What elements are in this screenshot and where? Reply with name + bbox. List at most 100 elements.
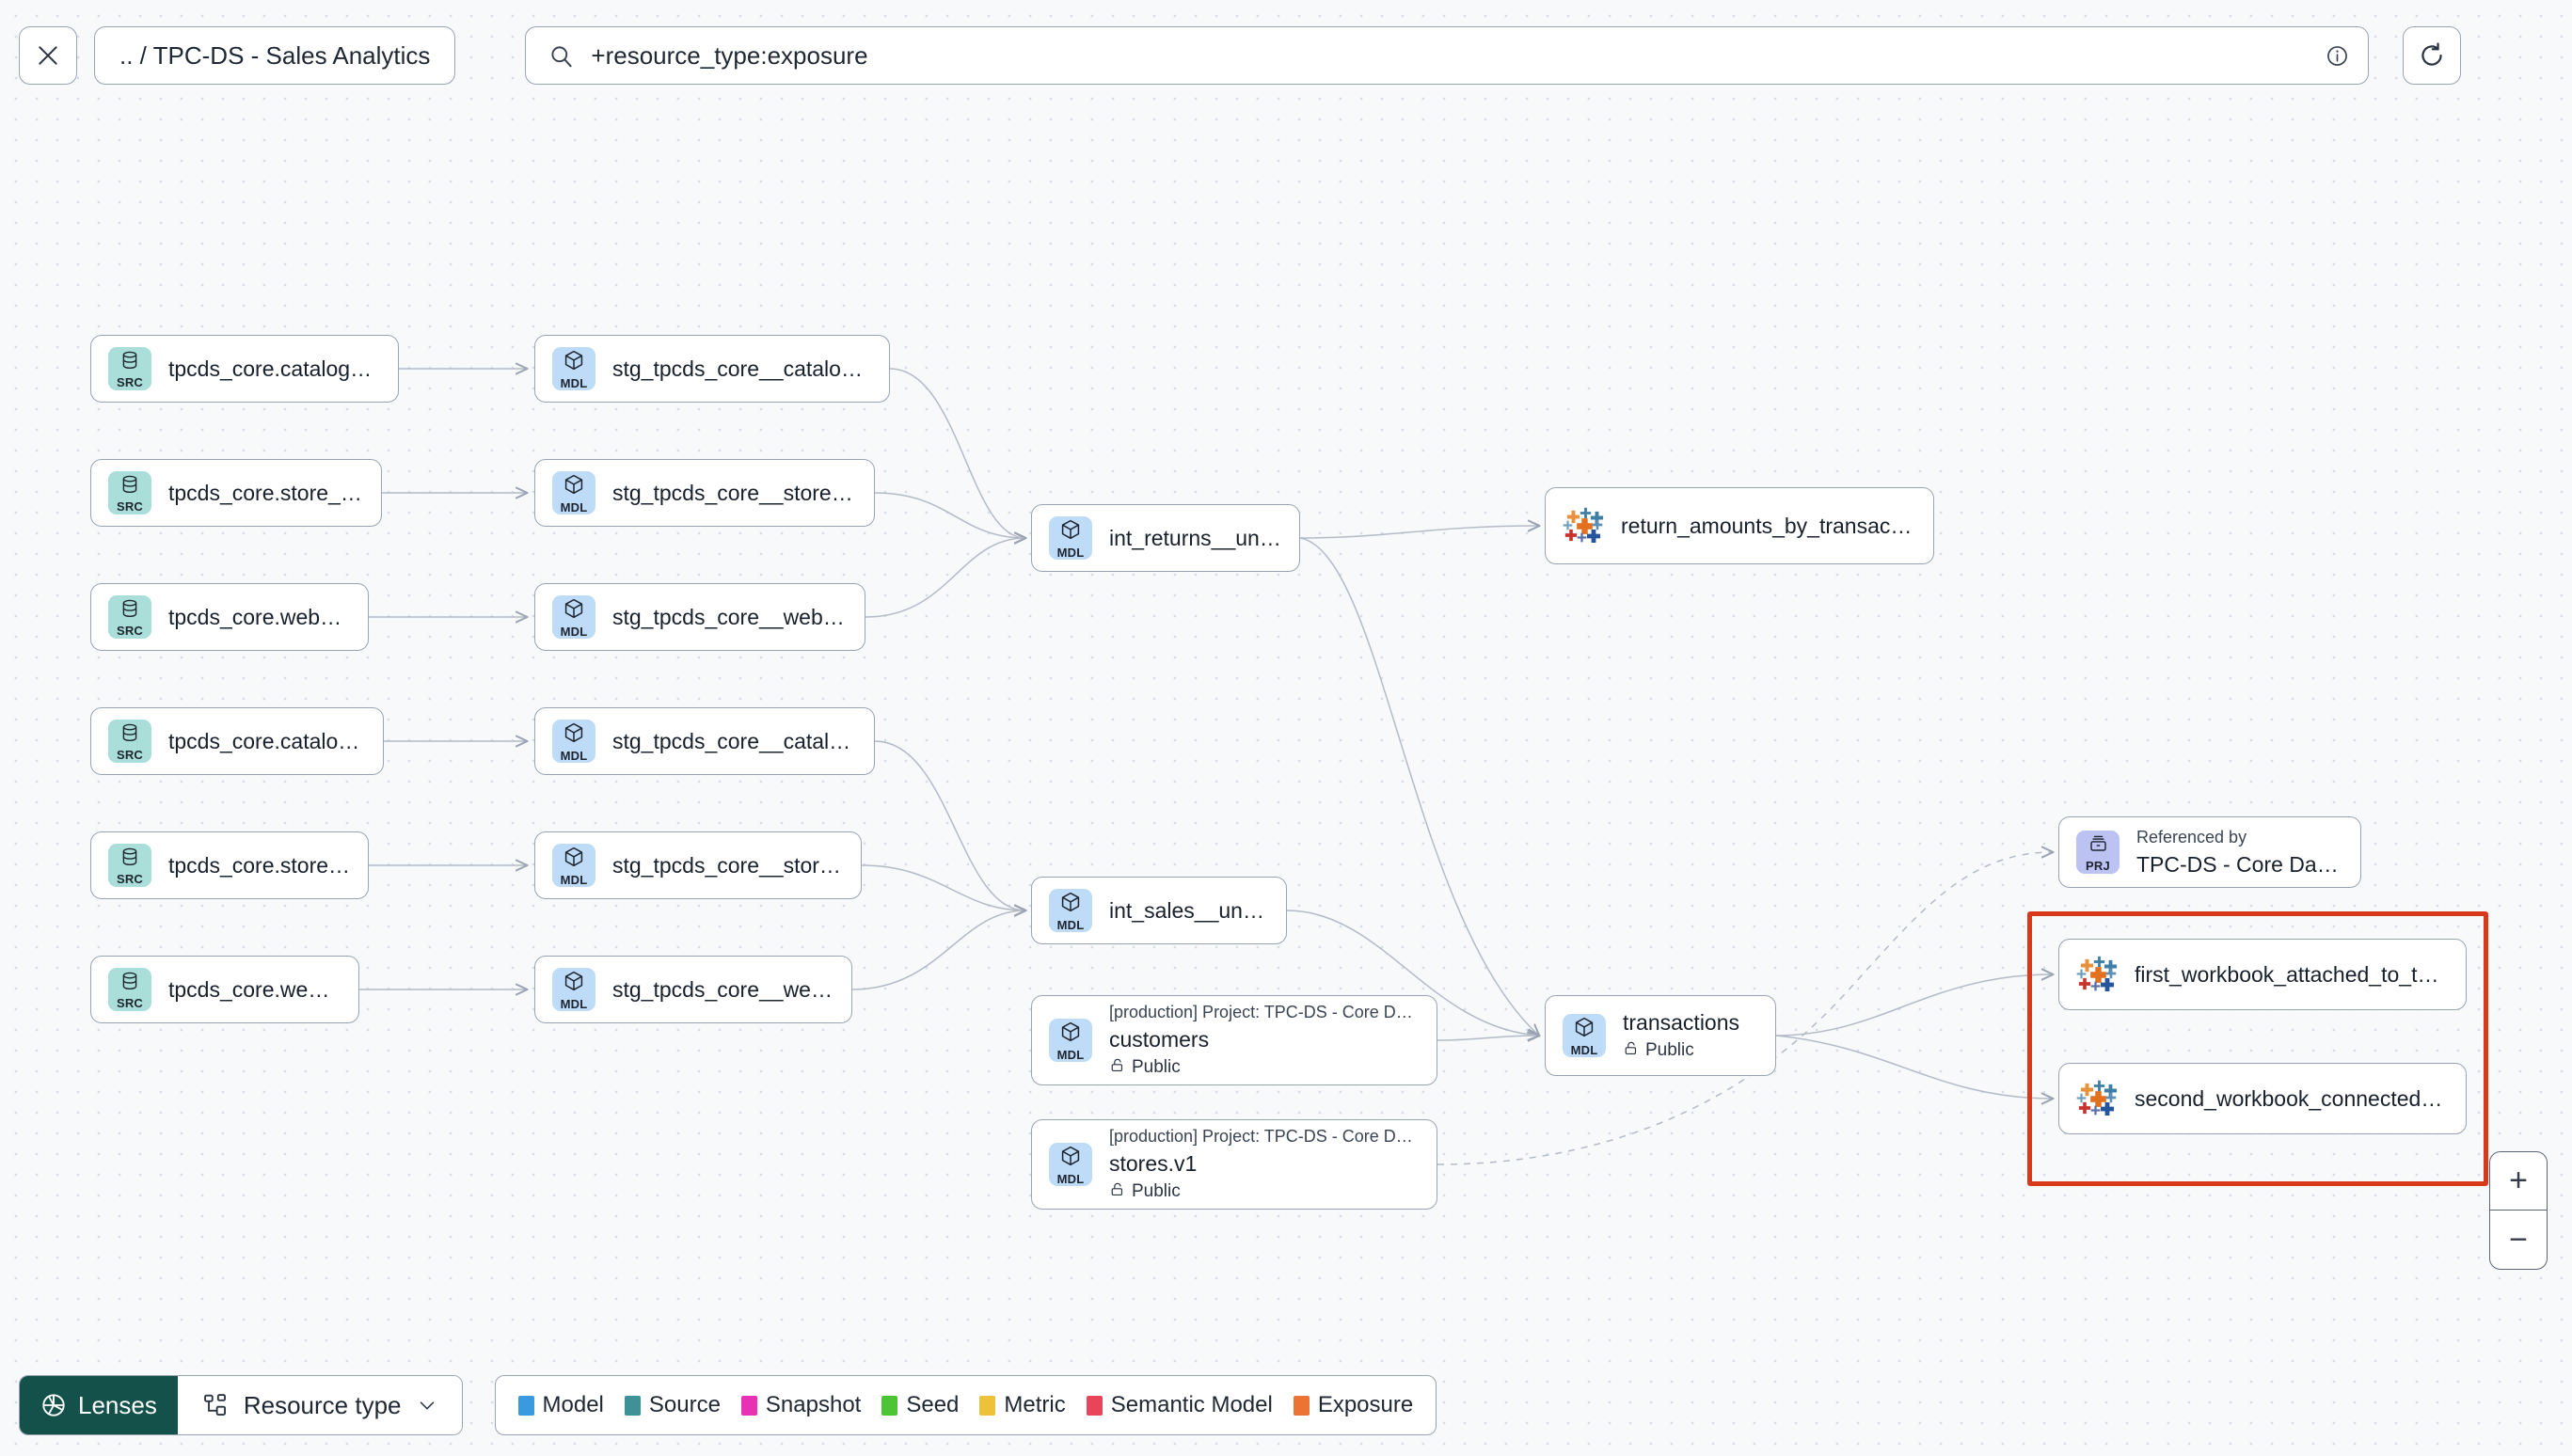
unlock-icon: [1109, 1057, 1125, 1079]
node-title: stg_tpcds_core__web_sales: [612, 976, 834, 1002]
legend-swatch: [740, 1395, 757, 1416]
legend-item[interactable]: Snapshot: [740, 1392, 862, 1418]
graph-canvas[interactable]: SRCtpcds_core.catalog_returnsSRCtpcds_co…: [0, 111, 2572, 1353]
cube-icon: [563, 597, 585, 625]
cube-icon: [563, 349, 585, 376]
node-type-label: MDL: [560, 499, 588, 514]
node-type-badge-mdl: MDL: [552, 595, 595, 639]
legend-item[interactable]: Metric: [979, 1392, 1066, 1418]
cube-icon: [1573, 1016, 1596, 1043]
node-type-badge-mdl: MDL: [552, 968, 595, 1011]
zoom-controls[interactable]: + −: [2489, 1151, 2548, 1270]
node-visibility: Public: [1109, 1057, 1420, 1079]
graph-node[interactable]: first_workbook_attached_to_tpc-ds_-_…: [2058, 939, 2467, 1010]
database-icon: [119, 971, 140, 996]
legend-swatch: [979, 1395, 996, 1416]
graph-node[interactable]: MDL stg_tpcds_core__catalog_sales: [534, 707, 875, 775]
search-bar[interactable]: +resource_type:exposure: [525, 26, 2370, 85]
close-button[interactable]: [19, 26, 77, 85]
node-type-badge-mdl: MDL: [1563, 1014, 1606, 1057]
database-icon: [119, 847, 140, 872]
exposure-icon: [1563, 506, 1604, 546]
zoom-in-button[interactable]: +: [2490, 1152, 2547, 1211]
graph-node[interactable]: MDL stg_tpcds_core__store_returns: [534, 459, 875, 527]
resource-type-label: Resource type: [243, 1390, 402, 1419]
graph-node[interactable]: MDL stg_tpcds_core__store_sales: [534, 831, 862, 899]
legend-item[interactable]: Exposure: [1293, 1392, 1413, 1418]
graph-node[interactable]: MDL[production] Project: TPC-DS - Core D…: [1031, 1119, 1437, 1210]
database-icon: [119, 722, 140, 748]
legend-swatch: [1086, 1395, 1103, 1416]
node-type-badge-src: SRC: [108, 595, 151, 639]
graph-node[interactable]: MDL[production] Project: TPC-DS - Core D…: [1031, 995, 1437, 1085]
legend-item[interactable]: Semantic Model: [1086, 1392, 1273, 1418]
info-icon[interactable]: [2326, 44, 2349, 68]
resource-type-icon: [202, 1392, 229, 1418]
database-icon: [119, 598, 140, 624]
legend-label: Model: [542, 1392, 604, 1417]
database-icon: [119, 474, 140, 499]
node-body: return_amounts_by_transaction_type: [1621, 514, 1916, 539]
graph-node[interactable]: MDL stg_tpcds_core__web_sales: [534, 956, 852, 1023]
node-type-label: SRC: [116, 374, 144, 389]
node-type-badge-src: SRC: [108, 968, 151, 1011]
zoom-out-button[interactable]: −: [2509, 1221, 2528, 1258]
node-visibility-label: Public: [1132, 1057, 1181, 1077]
node-type-badge-mdl: MDL: [1049, 889, 1092, 932]
lenses-button[interactable]: Lenses: [20, 1376, 178, 1434]
node-type-badge-mdl: MDL: [1049, 516, 1092, 560]
breadcrumb[interactable]: .. / TPC-DS - Sales Analytics: [94, 26, 456, 85]
breadcrumb-label: .. / TPC-DS - Sales Analytics: [119, 40, 431, 70]
node-body: stg_tpcds_core__web_sales: [612, 977, 834, 1003]
resource-type-dropdown[interactable]: Resource type: [177, 1376, 462, 1434]
node-type-label: MDL: [1056, 545, 1085, 560]
refresh-button[interactable]: [2403, 26, 2462, 85]
legend-label: Snapshot: [765, 1392, 862, 1417]
node-type-label: MDL: [560, 375, 588, 390]
unlock-icon: [1623, 1040, 1639, 1062]
node-title: stg_tpcds_core__store_sales: [612, 852, 844, 878]
legend-label: Seed: [906, 1392, 960, 1417]
node-title: stg_tpcds_core__store_returns: [612, 480, 857, 505]
legend-item[interactable]: Model: [517, 1392, 604, 1418]
legend-item[interactable]: Source: [624, 1392, 721, 1418]
node-visibility: Public: [1109, 1181, 1420, 1203]
node-type-badge-src: SRC: [108, 347, 151, 390]
node-type-label: SRC: [116, 747, 144, 762]
node-type-label: MDL: [560, 996, 588, 1011]
node-title: stg_tpcds_core__catalog_sales: [612, 728, 857, 753]
legend-item[interactable]: Seed: [881, 1392, 959, 1418]
node-title: TPC-DS - Core Data Models: [2136, 851, 2343, 877]
node-type-label: MDL: [560, 748, 588, 763]
graph-node[interactable]: second_workbook_connected_to_live…: [2058, 1063, 2467, 1134]
graph-node[interactable]: return_amounts_by_transaction_type: [1545, 487, 1934, 564]
node-title: first_workbook_attached_to_tpc-ds_-_…: [2135, 961, 2449, 987]
graph-node[interactable]: SRC tpcds_core.catalog_sales: [90, 707, 384, 775]
project-icon: [2088, 832, 2109, 859]
legend-label: Semantic Model: [1110, 1392, 1273, 1417]
node-body: second_workbook_connected_to_live…: [2135, 1086, 2449, 1112]
node-type-badge-mdl: MDL: [552, 347, 595, 390]
node-type-label: PRJ: [2086, 859, 2110, 873]
node-title: tpcds_core.catalog_sales: [168, 728, 366, 753]
close-icon: [36, 43, 60, 68]
node-title: customers: [1109, 1026, 1210, 1052]
search-input[interactable]: +resource_type:exposure: [591, 40, 868, 70]
node-type-badge-mdl: MDL: [552, 471, 595, 514]
legend-swatch: [1293, 1395, 1310, 1416]
node-type-label: MDL: [1056, 1047, 1085, 1062]
cube-icon: [563, 721, 585, 749]
node-type-label: MDL: [560, 872, 588, 887]
